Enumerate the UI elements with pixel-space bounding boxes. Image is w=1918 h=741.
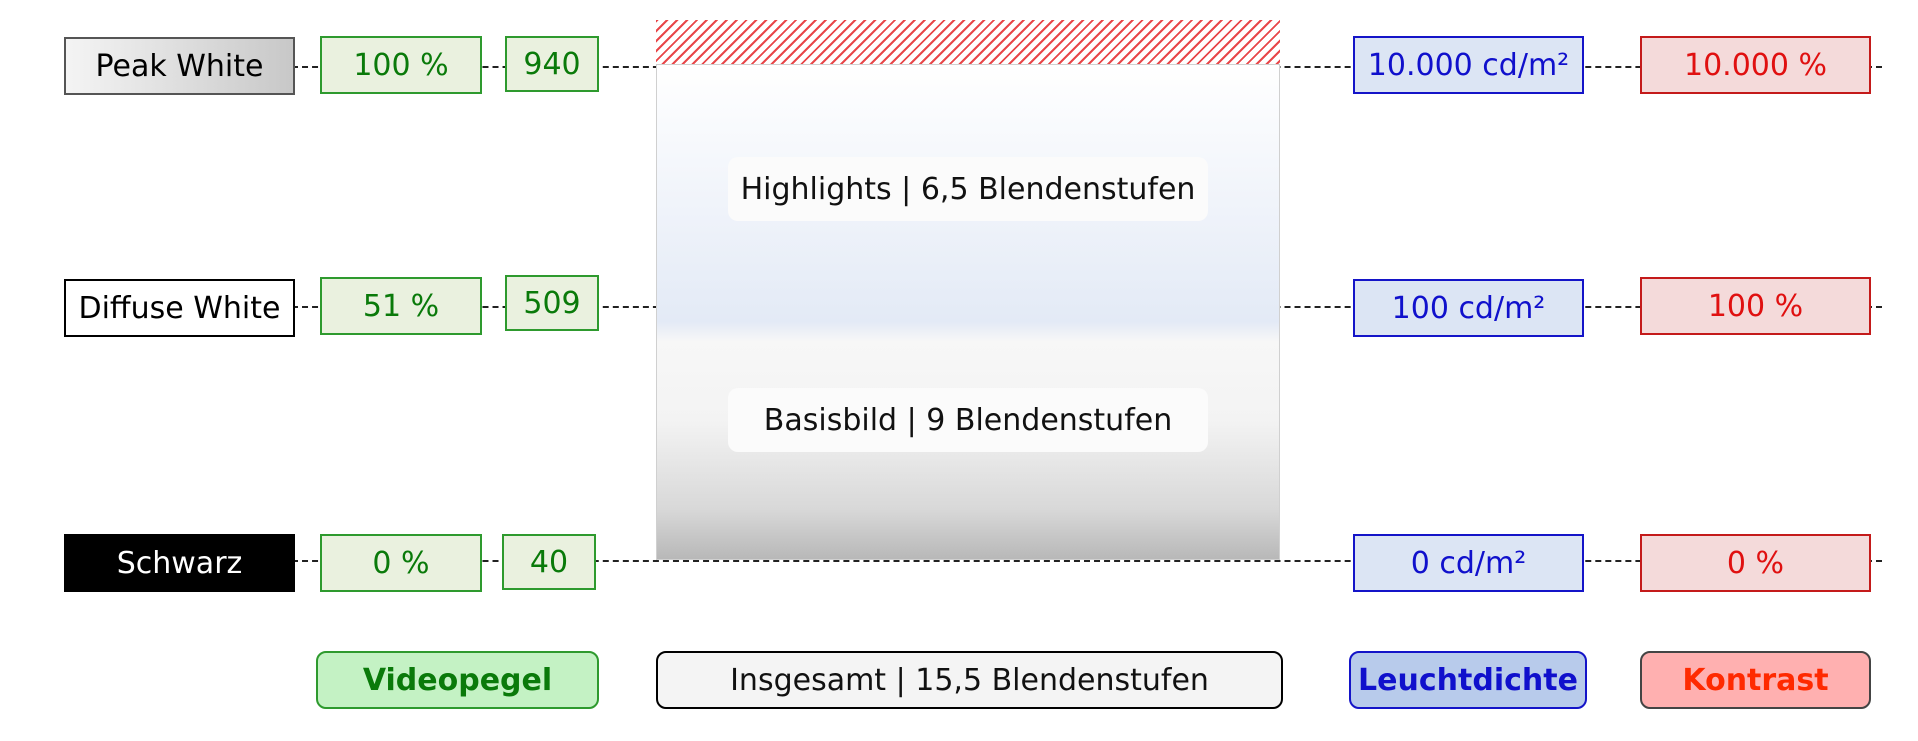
diffuse-white-video-percent: 51 %: [320, 277, 482, 335]
clipping-hatch-area: [656, 20, 1280, 64]
peak-white-luminance: 10.000 cd/m²: [1353, 36, 1584, 94]
dynamic-range-bar: [656, 64, 1280, 560]
black-level-code-value: 40: [502, 534, 596, 590]
black-level-contrast: 0 %: [1640, 534, 1871, 592]
total-stops-label: Insgesamt | 15,5 Blendenstufen: [656, 651, 1283, 709]
peak-white-video-percent: 100 %: [320, 36, 482, 94]
black-connector-line: [292, 560, 1882, 562]
peak-white-contrast: 10.000 %: [1640, 36, 1871, 94]
black-level-label: Schwarz: [64, 534, 295, 592]
peak-white-label: Peak White: [64, 37, 295, 95]
diffuse-white-label: Diffuse White: [64, 279, 295, 337]
black-level-luminance: 0 cd/m²: [1353, 534, 1584, 592]
diffuse-white-code-value: 509: [505, 275, 599, 331]
highlights-segment-label: Highlights | 6,5 Blendenstufen: [728, 157, 1208, 221]
base-image-segment-label: Basisbild | 9 Blendenstufen: [728, 388, 1208, 452]
black-level-video-percent: 0 %: [320, 534, 482, 592]
video-level-category-label: Videopegel: [316, 651, 599, 709]
peak-white-code-value: 940: [505, 36, 599, 92]
contrast-category-label: Kontrast: [1640, 651, 1871, 709]
diffuse-white-contrast: 100 %: [1640, 277, 1871, 335]
luminance-category-label: Leuchtdichte: [1349, 651, 1587, 709]
diffuse-white-luminance: 100 cd/m²: [1353, 279, 1584, 337]
